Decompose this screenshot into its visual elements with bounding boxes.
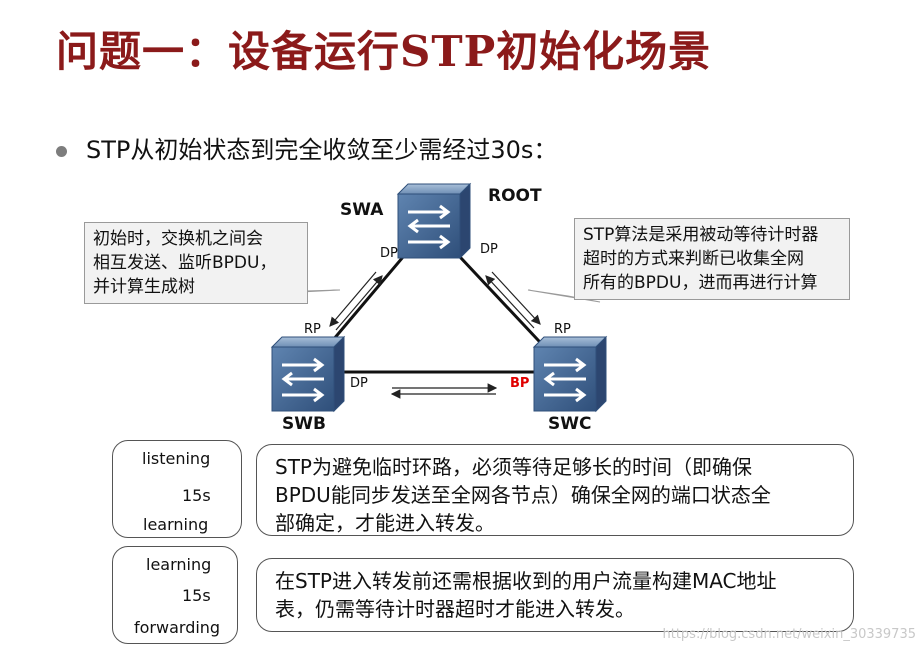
switch-icon-swa bbox=[396, 182, 472, 260]
callout-left-line-1: 初始时，交换机之间会 bbox=[93, 229, 263, 249]
callout-right-line-2: 超时的方式来判断已收集全网 bbox=[583, 249, 804, 269]
state-1-to: learning bbox=[143, 515, 209, 534]
switch-icon-swb bbox=[270, 335, 346, 413]
root-label: ROOT bbox=[488, 186, 542, 206]
callout-left: 初始时，交换机之间会 相互发送、监听BPDU， 并计算生成树 bbox=[84, 222, 308, 304]
port-role-swb-right: DP bbox=[350, 376, 368, 391]
port-role-swc-top: RP bbox=[554, 322, 571, 337]
watermark: https://blog.csdn.net/weixin_30339735 bbox=[662, 627, 916, 642]
switch-icon-swc bbox=[532, 335, 608, 413]
state-2-description-line-2: 表，仍需等待计时器超时才能进入转发。 bbox=[275, 597, 635, 621]
page-title: 问题一：设备运行STP初始化场景 bbox=[56, 27, 712, 76]
bpdu-arrow-swa-to-swc bbox=[491, 271, 541, 325]
state-1-from: listening bbox=[142, 449, 211, 468]
port-role-swa-right: DP bbox=[480, 242, 498, 257]
bullet-text: STP从初始状态到完全收敛至少需经过30s： bbox=[86, 136, 558, 164]
switch-label-swb: SWB bbox=[282, 414, 326, 434]
bpdu-arrow-swc-to-swa bbox=[485, 275, 535, 329]
state-2-description: 在STP进入转发前还需根据收到的用户流量构建MAC地址 表，仍需等待计时器超时才… bbox=[256, 558, 854, 632]
callout-right-line-3: 所有的BPDU，进而再进行计算 bbox=[583, 273, 818, 293]
switch-label-swa: SWA bbox=[340, 200, 384, 220]
state-1-description-line-1: STP为避免临时环路，必须等待足够长的时间（即确保 bbox=[275, 455, 752, 479]
callout-right-line-1: STP算法是采用被动等待计时器 bbox=[583, 225, 819, 245]
bullet-marker bbox=[56, 146, 67, 157]
state-box-1 bbox=[112, 440, 242, 538]
port-role-swa-left: DP bbox=[380, 246, 398, 261]
state-box-2 bbox=[112, 546, 238, 644]
callout-right: STP算法是采用被动等待计时器 超时的方式来判断已收集全网 所有的BPDU，进而… bbox=[574, 218, 850, 300]
state-1-description-line-2: BPDU能同步发送至全网各节点）确保全网的端口状态全 bbox=[275, 483, 771, 507]
switch-label-swc: SWC bbox=[548, 414, 592, 434]
bpdu-arrow-swa-to-swb bbox=[329, 271, 377, 327]
port-role-swc-left-blocked: BP bbox=[510, 376, 530, 391]
bpdu-arrow-swb-to-swa bbox=[335, 275, 383, 331]
state-2-to: forwarding bbox=[134, 618, 221, 637]
state-2-duration: 15s bbox=[182, 586, 211, 605]
state-2-description-line-1: 在STP进入转发前还需根据收到的用户流量构建MAC地址 bbox=[275, 569, 777, 593]
state-1-description: STP为避免临时环路，必须等待足够长的时间（即确保 BPDU能同步发送至全网各节… bbox=[256, 444, 854, 536]
port-role-swb-top: RP bbox=[304, 322, 321, 337]
state-1-duration: 15s bbox=[182, 486, 211, 505]
state-2-from: learning bbox=[146, 555, 212, 574]
callout-left-line-3: 并计算生成树 bbox=[93, 277, 195, 297]
callout-left-line-2: 相互发送、监听BPDU， bbox=[93, 253, 277, 273]
state-1-description-line-3: 部确定，才能进入转发。 bbox=[275, 511, 495, 535]
